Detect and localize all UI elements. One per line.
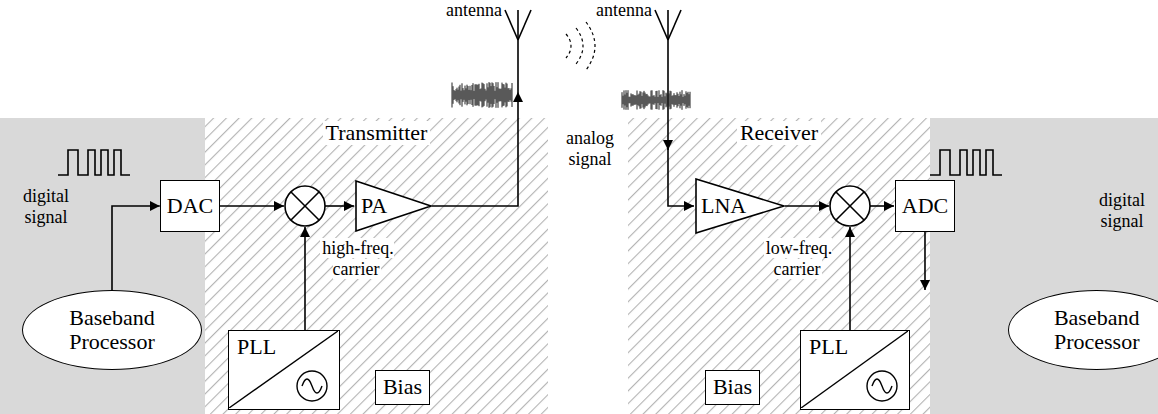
hatch-region — [628, 118, 930, 414]
processor-oval: Baseband Processor — [22, 290, 202, 370]
antenna-label: antenna — [596, 0, 652, 20]
block-label: ADC — [902, 194, 948, 218]
wire — [785, 205, 829, 207]
wire — [218, 205, 284, 207]
radio-waves — [566, 22, 595, 70]
signal-label-box: analog signal — [553, 128, 627, 169]
antenna-symbol — [505, 10, 531, 40]
block-label: PA — [361, 194, 387, 218]
pll-block: PLL — [228, 330, 340, 410]
mixer-symbol — [285, 186, 325, 226]
grey-region — [0, 118, 205, 414]
amplifier-triangle: LNA — [695, 178, 797, 234]
wire — [668, 148, 694, 206]
wire — [325, 205, 354, 207]
pll-block: PLL — [800, 330, 910, 410]
amplifier-triangle: PA — [355, 180, 432, 232]
block-label: Bias — [383, 375, 422, 399]
block-label: Baseband Processor — [1021, 306, 1158, 354]
antenna-label: antenna — [446, 0, 502, 20]
signal-label: digital signal — [1099, 190, 1145, 231]
signal-label: analog signal — [566, 128, 614, 169]
grey-region — [930, 118, 1158, 414]
bias-block: Bias — [375, 370, 430, 405]
wire — [517, 40, 519, 92]
block-label: DAC — [167, 194, 213, 218]
hatch-region — [205, 118, 548, 414]
antenna-label-box: antenna — [582, 0, 652, 21]
region-title: Receiver — [737, 121, 821, 145]
block-label: LNA — [701, 194, 746, 218]
block-label: Baseband Processor — [35, 306, 189, 354]
signal-label: digital signal — [23, 186, 69, 227]
digital-waveform — [58, 150, 130, 175]
digital-waveform — [930, 150, 1002, 175]
carrier-label: high-freq. carrier — [320, 238, 393, 279]
block-label: PLL — [809, 335, 848, 359]
region-title: Transmitter — [323, 121, 431, 145]
bias-block: Bias — [705, 370, 760, 405]
signal-label-box: digital signal — [8, 186, 84, 227]
signal-label-box: digital signal — [1088, 190, 1156, 231]
wire — [304, 227, 306, 330]
wire — [667, 40, 669, 150]
antenna-symbol — [655, 10, 681, 40]
block-label: Bias — [713, 375, 752, 399]
wire — [432, 92, 518, 206]
wire — [870, 205, 894, 207]
carrier-label: low-freq. carrier — [764, 238, 832, 279]
adc-block: ADC — [895, 180, 955, 232]
signal-connector — [924, 232, 926, 290]
wire — [849, 227, 851, 330]
mixer-symbol — [830, 186, 870, 226]
carrier-label-box: high-freq. carrier — [311, 238, 403, 279]
analog-noise — [452, 82, 690, 110]
signal-connector — [112, 206, 160, 290]
block-label: PLL — [237, 335, 276, 359]
processor-oval: Baseband Processor — [1008, 290, 1158, 370]
carrier-label-box: low-freq. carrier — [752, 238, 844, 279]
dac-block: DAC — [160, 180, 220, 232]
antenna-label-box: antenna — [432, 0, 502, 21]
